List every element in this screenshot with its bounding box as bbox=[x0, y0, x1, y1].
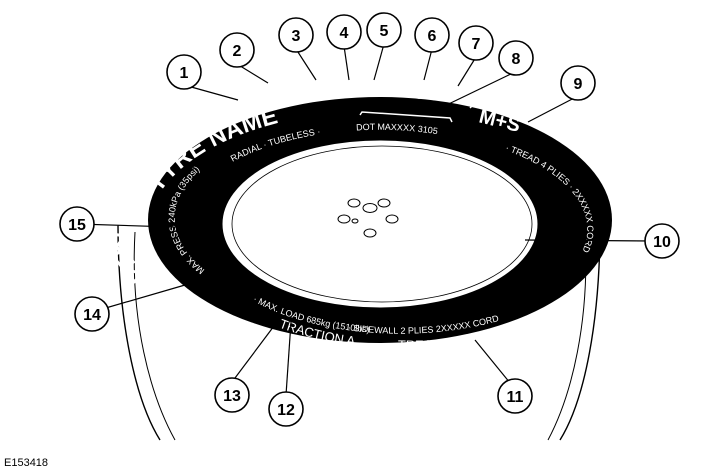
size-slash: / bbox=[298, 72, 307, 102]
callout-1-label: 1 bbox=[180, 65, 189, 82]
callout-15: 15 bbox=[59, 206, 95, 242]
callout-2: 2 bbox=[219, 32, 255, 68]
callout-11-label: 11 bbox=[507, 389, 524, 406]
callout-8-label: 8 bbox=[512, 51, 521, 68]
callout-7-label: 7 bbox=[472, 36, 481, 53]
callout-4-label: 4 bbox=[340, 25, 349, 42]
callout-1: 1 bbox=[166, 54, 202, 90]
wheel-rim-inner bbox=[231, 145, 533, 303]
callout-13-label: 13 bbox=[223, 388, 241, 405]
callout-10-label: 10 bbox=[653, 234, 671, 251]
figure-id: E153418 bbox=[4, 457, 48, 469]
callout-9: 9 bbox=[560, 65, 596, 101]
wheel-bolt-holes bbox=[337, 198, 399, 238]
callout-12: 12 bbox=[268, 391, 304, 427]
callout-6: 6 bbox=[414, 17, 450, 53]
callout-4: 4 bbox=[326, 14, 362, 50]
size-construction: R bbox=[341, 70, 360, 100]
callout-14-label: 14 bbox=[83, 307, 101, 324]
callout-10: 10 bbox=[644, 223, 680, 259]
leader-lines bbox=[77, 43, 653, 396]
callout-5: 5 bbox=[366, 12, 402, 48]
callout-6-label: 6 bbox=[428, 28, 437, 45]
callout-2-label: 2 bbox=[233, 43, 242, 60]
callout-11: 11 bbox=[497, 378, 533, 414]
callout-8: 8 bbox=[498, 40, 534, 76]
callout-14: 14 bbox=[74, 296, 110, 332]
callout-15-label: 15 bbox=[68, 217, 86, 234]
wheel-rim bbox=[221, 139, 539, 309]
callout-13: 13 bbox=[214, 377, 250, 413]
callout-12-label: 12 bbox=[277, 402, 295, 419]
load-index: 93 bbox=[411, 74, 442, 106]
callout-9-label: 9 bbox=[574, 76, 583, 93]
size-aspect: 50 bbox=[309, 70, 339, 101]
callout-brackets bbox=[247, 69, 523, 123]
callout-3-label: 3 bbox=[292, 28, 301, 45]
size-width: 205 bbox=[253, 73, 300, 109]
callout-5-label: 5 bbox=[380, 23, 389, 40]
size-prefix: P bbox=[231, 83, 254, 116]
callout-3: 3 bbox=[278, 17, 314, 53]
callout-7: 7 bbox=[458, 25, 494, 61]
